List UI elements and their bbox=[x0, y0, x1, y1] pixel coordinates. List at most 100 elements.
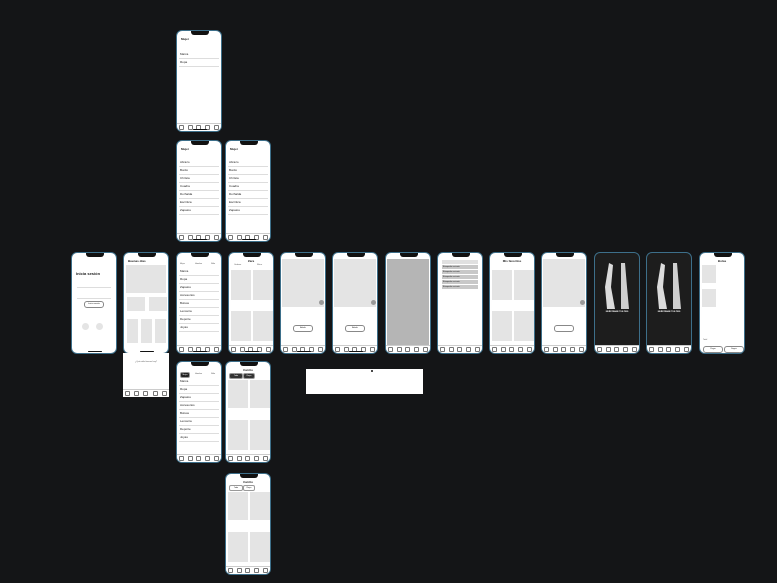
product-card[interactable] bbox=[228, 420, 248, 450]
notch bbox=[347, 253, 365, 257]
list-item[interactable]: Escrítica bbox=[179, 199, 219, 207]
tab-bar[interactable] bbox=[647, 345, 691, 353]
category-item[interactable]: Bolsos bbox=[179, 300, 219, 308]
category-item[interactable]: Zapatos bbox=[179, 284, 219, 292]
tab-bar[interactable] bbox=[226, 454, 270, 462]
category-item[interactable]: Lencería bbox=[179, 308, 219, 316]
product-card[interactable] bbox=[250, 420, 270, 450]
hero-banner[interactable] bbox=[126, 265, 166, 293]
list-item[interactable]: Bordo bbox=[228, 167, 268, 175]
tab-bar[interactable] bbox=[490, 345, 534, 353]
add-to-bag-button[interactable] bbox=[554, 325, 574, 332]
add-to-bag-button[interactable]: Añadir bbox=[293, 325, 313, 332]
category-item[interactable]: Deporte bbox=[179, 316, 219, 324]
product-card[interactable] bbox=[514, 311, 534, 341]
category-item[interactable]: Marca bbox=[179, 378, 219, 386]
product-card[interactable] bbox=[250, 380, 270, 408]
search-result[interactable]: Búsqueda reciente bbox=[442, 280, 478, 284]
menu-item[interactable]: Marca bbox=[179, 51, 219, 59]
heart-icon[interactable] bbox=[319, 300, 324, 305]
product-card[interactable] bbox=[253, 311, 273, 341]
continue-button[interactable]: Seguir bbox=[724, 346, 744, 353]
password-field[interactable] bbox=[77, 291, 111, 299]
tab-bar[interactable] bbox=[438, 345, 482, 353]
category-item[interactable]: Accesorios bbox=[179, 292, 219, 300]
heart-icon[interactable] bbox=[580, 300, 585, 305]
product-card[interactable] bbox=[253, 270, 273, 300]
filter-chip[interactable]: Ropa bbox=[243, 485, 255, 491]
filter-button[interactable]: Filtrar bbox=[257, 264, 263, 266]
tab-bar[interactable] bbox=[177, 123, 221, 131]
category-item[interactable]: Joyas bbox=[179, 434, 219, 442]
search-result[interactable]: Búsqueda reciente bbox=[442, 270, 478, 274]
tab-bar[interactable] bbox=[386, 345, 430, 353]
tab-bar[interactable] bbox=[542, 345, 586, 353]
search-result[interactable]: Búsqueda reciente bbox=[442, 275, 478, 279]
category-item[interactable]: Deporte bbox=[179, 426, 219, 434]
category-item[interactable]: Ropa bbox=[179, 386, 219, 394]
search-input[interactable] bbox=[442, 260, 478, 264]
category-card[interactable] bbox=[149, 297, 167, 311]
product-card[interactable] bbox=[127, 319, 138, 343]
add-to-bag-button[interactable]: Añadir bbox=[345, 325, 365, 332]
tab-bar[interactable] bbox=[226, 233, 270, 241]
list-item[interactable]: Chrísta bbox=[179, 175, 219, 183]
category-item[interactable]: Joyas bbox=[179, 324, 219, 332]
list-item[interactable]: Bordo bbox=[179, 167, 219, 175]
product-card[interactable] bbox=[492, 311, 512, 341]
social-login-icon[interactable] bbox=[96, 323, 103, 330]
list-item[interactable]: Dorhalda bbox=[179, 191, 219, 199]
product-card[interactable] bbox=[514, 270, 534, 300]
list-item[interactable]: Escrítica bbox=[228, 199, 268, 207]
filter-chip[interactable]: Ropa bbox=[243, 373, 255, 379]
login-button[interactable]: Iniciar sesión bbox=[84, 301, 104, 308]
product-card[interactable] bbox=[228, 492, 248, 520]
filter-chip[interactable]: Todo bbox=[229, 373, 243, 379]
sort-button[interactable]: Ordenar bbox=[234, 264, 242, 266]
product-card[interactable] bbox=[155, 319, 166, 343]
category-item[interactable]: Lencería bbox=[179, 418, 219, 426]
tab-nino[interactable]: Niño bbox=[211, 263, 216, 265]
list-item[interactable]: Zapatos bbox=[228, 207, 268, 215]
list-item[interactable]: Chrísta bbox=[228, 175, 268, 183]
product-card[interactable] bbox=[250, 532, 270, 562]
email-field[interactable] bbox=[77, 280, 111, 288]
category-item[interactable]: Marca bbox=[179, 268, 219, 276]
product-card[interactable] bbox=[492, 270, 512, 300]
product-card[interactable] bbox=[250, 492, 270, 520]
list-item[interactable]: Zapatos bbox=[179, 207, 219, 215]
tab-bar[interactable] bbox=[177, 233, 221, 241]
search-result[interactable]: Búsqueda reciente bbox=[442, 285, 478, 289]
category-item[interactable]: Zapatos bbox=[179, 394, 219, 402]
pay-button[interactable]: Pagar bbox=[703, 346, 723, 353]
list-item[interactable]: Abrazo bbox=[228, 159, 268, 167]
list-item[interactable]: Abrazo bbox=[179, 159, 219, 167]
list-item[interactable]: Cuadra bbox=[179, 183, 219, 191]
tab-hombre[interactable]: Hombre bbox=[195, 263, 203, 265]
filter-chip[interactable]: Todo bbox=[229, 485, 243, 491]
search-result[interactable]: Búsqueda reciente bbox=[442, 265, 478, 269]
tab-mujer[interactable]: Mujer bbox=[180, 372, 190, 378]
tab-bar[interactable] bbox=[333, 345, 377, 353]
heart-icon[interactable] bbox=[371, 300, 376, 305]
product-card[interactable] bbox=[228, 380, 248, 408]
tab-bar[interactable] bbox=[123, 389, 169, 397]
tab-nino[interactable]: Niño bbox=[211, 373, 216, 375]
tab-bar[interactable] bbox=[595, 345, 639, 353]
product-card[interactable] bbox=[228, 532, 248, 562]
menu-item[interactable]: Ropa bbox=[179, 59, 219, 67]
category-item[interactable]: Ropa bbox=[179, 276, 219, 284]
product-card[interactable] bbox=[231, 270, 251, 300]
social-login-icon[interactable] bbox=[82, 323, 89, 330]
tab-hombre[interactable]: Hombre bbox=[195, 373, 203, 375]
list-item[interactable]: Dorhalda bbox=[228, 191, 268, 199]
category-card[interactable] bbox=[127, 297, 145, 311]
category-item[interactable]: Accesorios bbox=[179, 402, 219, 410]
tab-bar[interactable] bbox=[177, 454, 221, 462]
category-item[interactable]: Bolsos bbox=[179, 410, 219, 418]
list-item[interactable]: Cuadra bbox=[228, 183, 268, 191]
product-card[interactable] bbox=[141, 319, 152, 343]
tab-bar[interactable] bbox=[226, 566, 270, 574]
product-card[interactable] bbox=[231, 311, 251, 341]
tab-mujer[interactable]: Mujer bbox=[180, 263, 186, 265]
